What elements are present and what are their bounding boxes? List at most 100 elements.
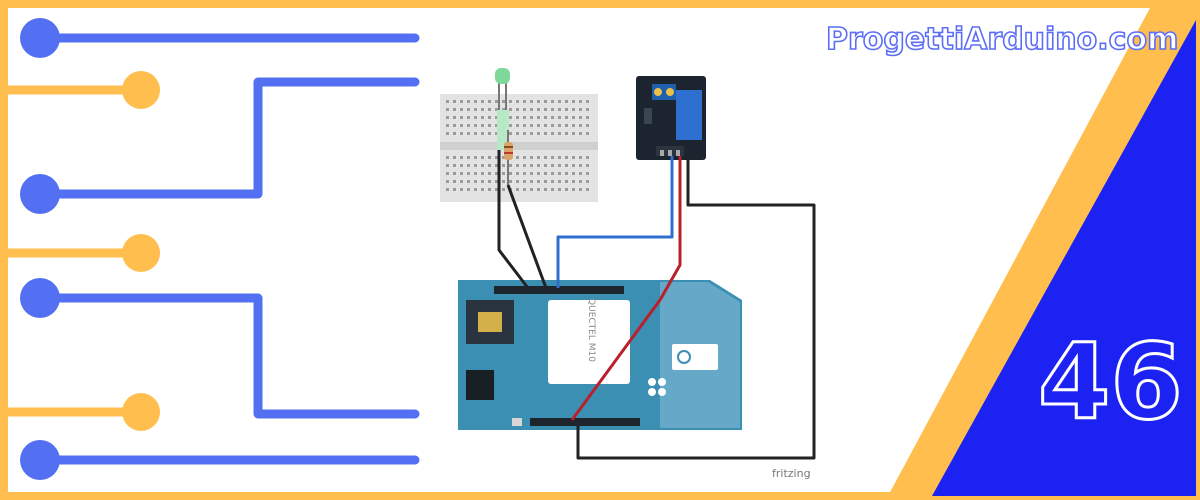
breadboard-hole: [446, 124, 449, 127]
breadboard-hole: [446, 100, 449, 103]
breadboard-hole: [544, 156, 547, 159]
breadboard-hole: [481, 156, 484, 159]
breadboard-hole: [551, 108, 554, 111]
breadboard-hole: [509, 100, 512, 103]
breadboard-hole: [586, 108, 589, 111]
breadboard-hole: [551, 100, 554, 103]
breadboard-hole: [467, 164, 470, 167]
breadboard-hole: [544, 188, 547, 191]
breadboard-hole: [530, 156, 533, 159]
breadboard-hole: [537, 156, 540, 159]
breadboard-hole: [516, 180, 519, 183]
breadboard-hole: [572, 164, 575, 167]
breadboard-hole: [537, 188, 540, 191]
breadboard-hole: [460, 180, 463, 183]
breadboard-hole: [572, 100, 575, 103]
breadboard-hole: [460, 188, 463, 191]
breadboard-hole: [579, 124, 582, 127]
breadboard-hole: [530, 124, 533, 127]
breadboard-hole: [579, 108, 582, 111]
breadboard-hole: [530, 164, 533, 167]
breadboard-hole: [460, 124, 463, 127]
breadboard-hole: [523, 180, 526, 183]
breadboard-hole: [481, 164, 484, 167]
breadboard-hole: [551, 164, 554, 167]
breadboard-hole: [467, 132, 470, 135]
breadboard-hole: [488, 108, 491, 111]
breadboard-hole: [551, 188, 554, 191]
breadboard-hole: [572, 156, 575, 159]
breadboard-hole: [467, 108, 470, 111]
jumper-wires: [497, 150, 816, 460]
resistor-icon: [504, 130, 513, 185]
led-icon: [495, 68, 510, 150]
breadboard-hole: [586, 100, 589, 103]
breadboard-hole: [446, 172, 449, 175]
breadboard-hole: [516, 172, 519, 175]
breadboard-hole: [579, 180, 582, 183]
breadboard-hole: [495, 188, 498, 191]
breadboard-hole: [537, 100, 540, 103]
breadboard-hole: [558, 132, 561, 135]
breadboard-hole: [467, 116, 470, 119]
breadboard-hole: [558, 172, 561, 175]
breadboard-hole: [551, 124, 554, 127]
breadboard-hole: [579, 164, 582, 167]
breadboard-hole: [579, 188, 582, 191]
breadboard-hole: [558, 124, 561, 127]
breadboard-hole: [558, 164, 561, 167]
breadboard-hole: [516, 116, 519, 119]
breadboard-hole: [460, 108, 463, 111]
breadboard-hole: [530, 108, 533, 111]
breadboard-hole: [523, 132, 526, 135]
breadboard-hole: [488, 124, 491, 127]
breadboard-hole: [537, 124, 540, 127]
breadboard-hole: [565, 156, 568, 159]
breadboard-hole: [509, 180, 512, 183]
breadboard-hole: [586, 124, 589, 127]
breadboard-hole: [453, 108, 456, 111]
breadboard-hole: [474, 124, 477, 127]
breadboard-hole: [537, 180, 540, 183]
breadboard-hole: [565, 108, 568, 111]
breadboard-hole: [446, 156, 449, 159]
breadboard-hole: [495, 100, 498, 103]
breadboard-hole: [509, 116, 512, 119]
breadboard-hole: [474, 116, 477, 119]
breadboard-hole: [530, 132, 533, 135]
breadboard-hole: [453, 100, 456, 103]
breadboard-hole: [551, 116, 554, 119]
breadboard-hole: [453, 188, 456, 191]
breadboard-hole: [516, 188, 519, 191]
breadboard-hole: [544, 172, 547, 175]
breadboard-hole: [467, 100, 470, 103]
breadboard-hole: [495, 124, 498, 127]
breadboard-hole: [502, 188, 505, 191]
breadboard-hole: [572, 132, 575, 135]
breadboard-hole: [446, 116, 449, 119]
breadboard-icon: [440, 94, 598, 202]
brand-watermark: ProgettiArduino.com: [825, 21, 1179, 58]
breadboard-hole: [460, 100, 463, 103]
breadboard-hole: [558, 156, 561, 159]
breadboard-hole: [558, 108, 561, 111]
breadboard-hole: [488, 188, 491, 191]
breadboard-hole: [460, 132, 463, 135]
breadboard-hole: [495, 164, 498, 167]
breadboard-hole: [544, 180, 547, 183]
breadboard-hole: [474, 100, 477, 103]
breadboard-hole: [572, 180, 575, 183]
breadboard-hole: [474, 172, 477, 175]
breadboard-hole: [453, 156, 456, 159]
breadboard-hole: [544, 132, 547, 135]
fritzing-diagram: QUECTEL M10 fritzing: [440, 68, 816, 480]
breadboard-hole: [460, 156, 463, 159]
breadboard-hole: [523, 116, 526, 119]
breadboard-hole: [495, 108, 498, 111]
breadboard-hole: [495, 172, 498, 175]
breadboard-hole: [488, 132, 491, 135]
breadboard-hole: [586, 188, 589, 191]
breadboard-hole: [467, 156, 470, 159]
breadboard-hole: [544, 116, 547, 119]
